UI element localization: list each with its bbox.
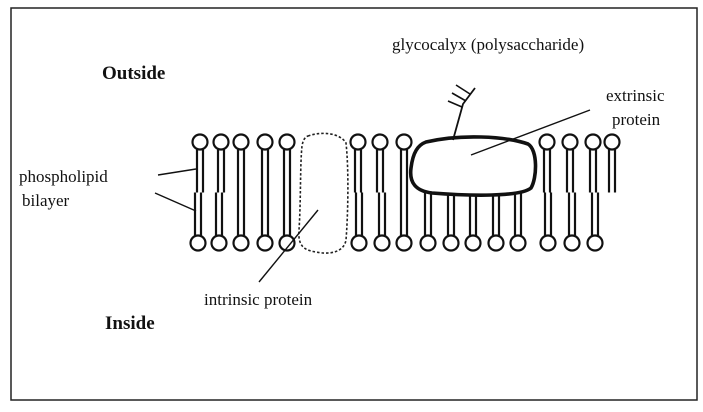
intrinsic-protein-shape <box>299 133 348 253</box>
label-phospholipid-line2: bilayer <box>22 191 70 210</box>
glycocalyx-branch-3 <box>456 85 470 94</box>
phospholipid-lower-layer <box>191 193 603 251</box>
phospholipid-upper-layer <box>193 135 620 193</box>
phospholipid-upper-4 <box>258 135 273 193</box>
phospholipid-lower-10 <box>444 193 459 251</box>
phospholipid-lower-7 <box>375 193 390 251</box>
phospholipid-upper-12 <box>605 135 620 193</box>
label-phospholipid-line1: phospholipid <box>19 167 108 186</box>
label-outside: Outside <box>102 63 165 84</box>
phospholipid-lower-3 <box>234 193 249 251</box>
phospholipid-lower-16 <box>588 193 603 251</box>
extrinsic-protein-shape <box>411 137 536 195</box>
phospholipid-upper-6 <box>351 135 366 193</box>
leader-line-phospholipid-lower <box>155 193 196 211</box>
phospholipid-lower-8 <box>397 193 412 251</box>
phospholipid-lower-12 <box>489 193 504 251</box>
glycocalyx-branch-1 <box>448 101 462 107</box>
phospholipid-lower-14 <box>541 193 556 251</box>
phospholipid-upper-9 <box>540 135 555 193</box>
phospholipid-upper-2 <box>214 135 229 193</box>
label-intrinsic: intrinsic protein <box>204 290 313 309</box>
phospholipid-upper-7 <box>373 135 388 193</box>
phospholipid-upper-11 <box>586 135 601 193</box>
phospholipid-lower-4 <box>258 193 273 251</box>
phospholipid-lower-15 <box>565 193 580 251</box>
phospholipid-lower-2 <box>212 193 227 251</box>
phospholipid-upper-5 <box>280 135 295 193</box>
label-extrinsic-line2: protein <box>612 110 661 129</box>
phospholipid-lower-13 <box>511 193 526 251</box>
phospholipid-upper-8 <box>397 135 412 193</box>
label-extrinsic-line1: extrinsic <box>606 86 665 105</box>
label-inside: Inside <box>105 313 155 334</box>
leader-line-phospholipid-upper <box>158 169 196 175</box>
phospholipid-lower-1 <box>191 193 206 251</box>
phospholipid-upper-3 <box>234 135 249 193</box>
phospholipid-lower-6 <box>352 193 367 251</box>
glycocalyx-branch-2 <box>452 93 466 101</box>
phospholipid-upper-1 <box>193 135 208 193</box>
label-glycocalyx: glycocalyx (polysaccharide) <box>392 35 584 54</box>
phospholipid-lower-11 <box>466 193 481 251</box>
phospholipid-upper-10 <box>563 135 578 193</box>
phospholipid-lower-9 <box>421 193 436 251</box>
